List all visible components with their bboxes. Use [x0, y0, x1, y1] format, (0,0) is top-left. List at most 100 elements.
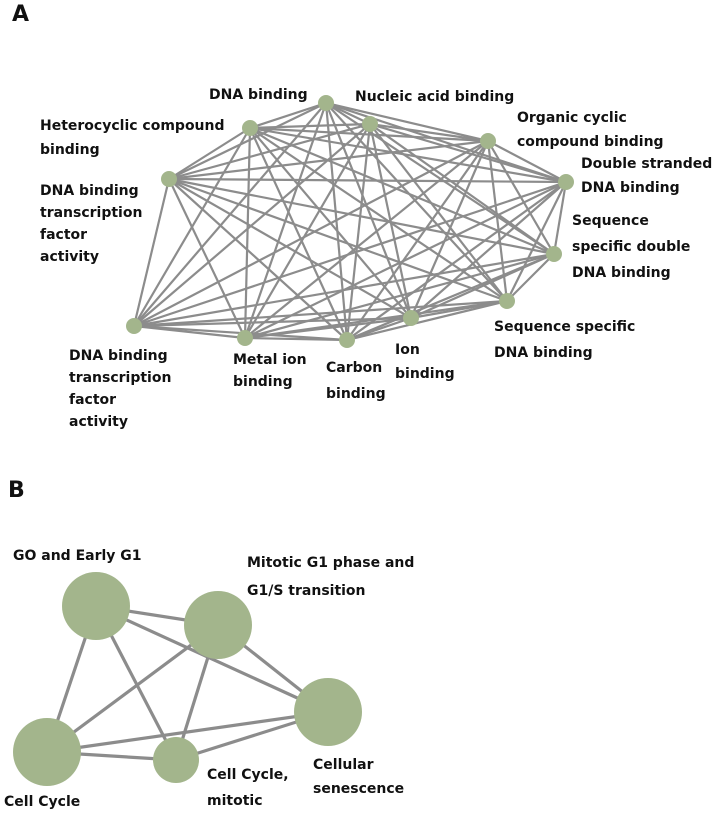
node-double_stranded_dna_binding	[558, 174, 574, 190]
node-ion_binding	[403, 310, 419, 326]
label-cellular_senescence-1: senescence	[313, 781, 404, 797]
edge-double_stranded_dna_binding-ion_binding	[410, 181, 567, 319]
label-dna_binding_tf_activity_2-1: transcription	[69, 370, 171, 386]
node-sequence_specific_dna_binding	[499, 293, 515, 309]
edge-dna_binding-double_stranded_dna_binding	[325, 101, 567, 184]
edge-sequence_specific_dna_binding-carbon_binding	[346, 299, 508, 342]
edge-organic_cyclic_compound_binding-double_stranded_dna_binding	[487, 140, 567, 183]
edge-dna_binding_tf_activity_1-ion_binding	[168, 178, 412, 319]
panel-a-letter: A	[12, 2, 30, 27]
label-sequence_specific_dna_binding-1: DNA binding	[494, 345, 593, 361]
panel-b-letter: B	[8, 478, 25, 503]
edge-nucleic_acid_binding-double_stranded_dna_binding	[369, 122, 567, 184]
node-dna_binding	[318, 95, 334, 111]
node-carbon_binding	[339, 332, 355, 348]
edge-organic_cyclic_compound_binding-dna_binding_tf_activity_1	[168, 139, 489, 181]
edge-heterocyclic_compound_binding-dna_binding_tf_activity_1	[168, 127, 251, 180]
label-sequence_specific_double_dna_binding-1: specific double	[572, 239, 690, 255]
label-double_stranded_dna_binding-0: Double stranded	[581, 156, 712, 172]
label-mitotic_g1-1: G1/S transition	[247, 583, 366, 599]
node-sequence_specific_double_dna_binding	[546, 246, 562, 262]
label-cell_cycle_mitotic-1: mitotic	[207, 793, 263, 809]
edge-sequence_specific_dna_binding-dna_binding_tf_activity_2	[133, 299, 508, 328]
node-dna_binding_tf_activity_1	[161, 171, 177, 187]
node-dna_binding_tf_activity_2	[126, 318, 142, 334]
label-carbon_binding-0: Carbon	[326, 360, 382, 376]
edge-double_stranded_dna_binding-carbon_binding	[346, 181, 567, 341]
edge-double_stranded_dna_binding-dna_binding_tf_activity_2	[133, 180, 567, 328]
label-carbon_binding-1: binding	[326, 386, 386, 402]
node-metal_ion_binding	[237, 330, 253, 346]
label-mitotic_g1-0: Mitotic G1 phase and	[247, 555, 414, 571]
edge-dna_binding-organic_cyclic_compound_binding	[325, 101, 489, 143]
edge-sequence_specific_double_dna_binding-carbon_binding	[346, 252, 555, 342]
edge-ion_binding-dna_binding_tf_activity_2	[133, 316, 412, 328]
label-cell_cycle-0: Cell Cycle	[4, 794, 80, 810]
edge-double_stranded_dna_binding-sequence_specific_double_dna_binding	[552, 181, 568, 255]
label-ion_binding-1: binding	[395, 366, 455, 382]
panel-a-edges	[132, 101, 568, 342]
label-heterocyclic_compound_binding-1: binding	[40, 142, 100, 158]
label-dna_binding_tf_activity_2-2: factor	[69, 392, 116, 408]
edge-dna_binding_tf_activity_1-sequence_specific_dna_binding	[168, 177, 508, 303]
label-dna_binding_tf_activity_2-3: activity	[69, 414, 128, 430]
edge-heterocyclic_compound_binding-double_stranded_dna_binding	[249, 126, 567, 184]
label-dna_binding_tf_activity_1-3: activity	[40, 249, 99, 265]
node-cell_cycle_mitotic	[153, 737, 199, 783]
label-cell_cycle_mitotic-0: Cell Cycle,	[207, 767, 289, 783]
label-double_stranded_dna_binding-1: DNA binding	[581, 180, 680, 196]
label-sequence_specific_double_dna_binding-2: DNA binding	[572, 265, 671, 281]
node-mitotic_g1	[184, 591, 252, 659]
edge-organic_cyclic_compound_binding-carbon_binding	[346, 140, 489, 341]
label-ion_binding-0: Ion	[395, 342, 420, 358]
label-heterocyclic_compound_binding-0: Heterocyclic compound	[40, 118, 225, 134]
label-dna_binding-0: DNA binding	[209, 87, 308, 103]
label-sequence_specific_dna_binding-0: Sequence specific	[494, 319, 635, 335]
label-organic_cyclic_compound_binding-0: Organic cyclic	[517, 110, 627, 126]
label-sequence_specific_double_dna_binding-0: Sequence	[572, 213, 649, 229]
edge-sequence_specific_double_dna_binding-dna_binding_tf_activity_2	[133, 252, 555, 328]
edge-double_stranded_dna_binding-sequence_specific_dna_binding	[506, 181, 567, 302]
label-nucleic_acid_binding-0: Nucleic acid binding	[355, 89, 514, 105]
label-organic_cyclic_compound_binding-1: compound binding	[517, 134, 664, 150]
panel-b-labels: GO and Early G1 Mitotic G1 phase andG1/S …	[4, 548, 414, 810]
panel-a-labels: DNA binding Nucleic acid bindingHeterocyc…	[40, 87, 712, 430]
node-heterocyclic_compound_binding	[242, 120, 258, 136]
edge-sequence_specific_double_dna_binding-sequence_specific_dna_binding	[506, 253, 555, 302]
edge-heterocyclic_compound_binding-sequence_specific_double_dna_binding	[249, 126, 555, 256]
node-nucleic_acid_binding	[362, 116, 378, 132]
edge-heterocyclic_compound_binding-organic_cyclic_compound_binding	[249, 126, 489, 143]
edge-nucleic_acid_binding-dna_binding_tf_activity_2	[133, 123, 371, 327]
edge-go_early_g1-cellular_senescence	[95, 604, 329, 714]
edge-heterocyclic_compound_binding-carbon_binding	[248, 127, 349, 341]
edge-organic_cyclic_compound_binding-dna_binding_tf_activity_2	[133, 140, 489, 327]
edge-sequence_specific_double_dna_binding-metal_ion_binding	[244, 252, 555, 340]
node-cellular_senescence	[294, 678, 362, 746]
node-cell_cycle	[13, 718, 81, 786]
panel-a-nodes	[126, 95, 574, 348]
label-metal_ion_binding-0: Metal ion	[233, 352, 307, 368]
edge-mitotic_g1-cell_cycle	[46, 623, 219, 754]
edge-heterocyclic_compound_binding-metal_ion_binding	[243, 127, 252, 339]
edge-nucleic_acid_binding-carbon_binding	[345, 123, 372, 341]
edge-nucleic_acid_binding-heterocyclic_compound_binding	[249, 122, 371, 130]
label-dna_binding_tf_activity_2-0: DNA binding	[69, 348, 168, 364]
edge-dna_binding_tf_activity_1-dna_binding_tf_activity_2	[132, 178, 171, 327]
edge-nucleic_acid_binding-organic_cyclic_compound_binding	[369, 122, 489, 143]
label-dna_binding_tf_activity_1-0: DNA binding	[40, 183, 139, 199]
node-organic_cyclic_compound_binding	[480, 133, 496, 149]
edge-dna_binding_tf_activity_1-double_stranded_dna_binding	[168, 177, 567, 184]
edge-organic_cyclic_compound_binding-metal_ion_binding	[244, 140, 489, 339]
node-go_early_g1	[62, 572, 130, 640]
edge-dna_binding-heterocyclic_compound_binding	[249, 101, 327, 130]
label-go_early_g1-0: GO and Early G1	[13, 548, 142, 564]
label-metal_ion_binding-1: binding	[233, 374, 293, 390]
edge-double_stranded_dna_binding-metal_ion_binding	[244, 181, 567, 339]
panel-b-nodes	[13, 572, 362, 786]
edge-ion_binding-carbon_binding	[346, 316, 412, 342]
edge-dna_binding_tf_activity_1-sequence_specific_double_dna_binding	[168, 177, 555, 256]
edge-dna_binding-dna_binding_tf_activity_1	[168, 102, 327, 180]
edge-nucleic_acid_binding-sequence_specific_double_dna_binding	[369, 123, 555, 255]
edge-dna_binding_tf_activity_1-metal_ion_binding	[168, 178, 246, 339]
